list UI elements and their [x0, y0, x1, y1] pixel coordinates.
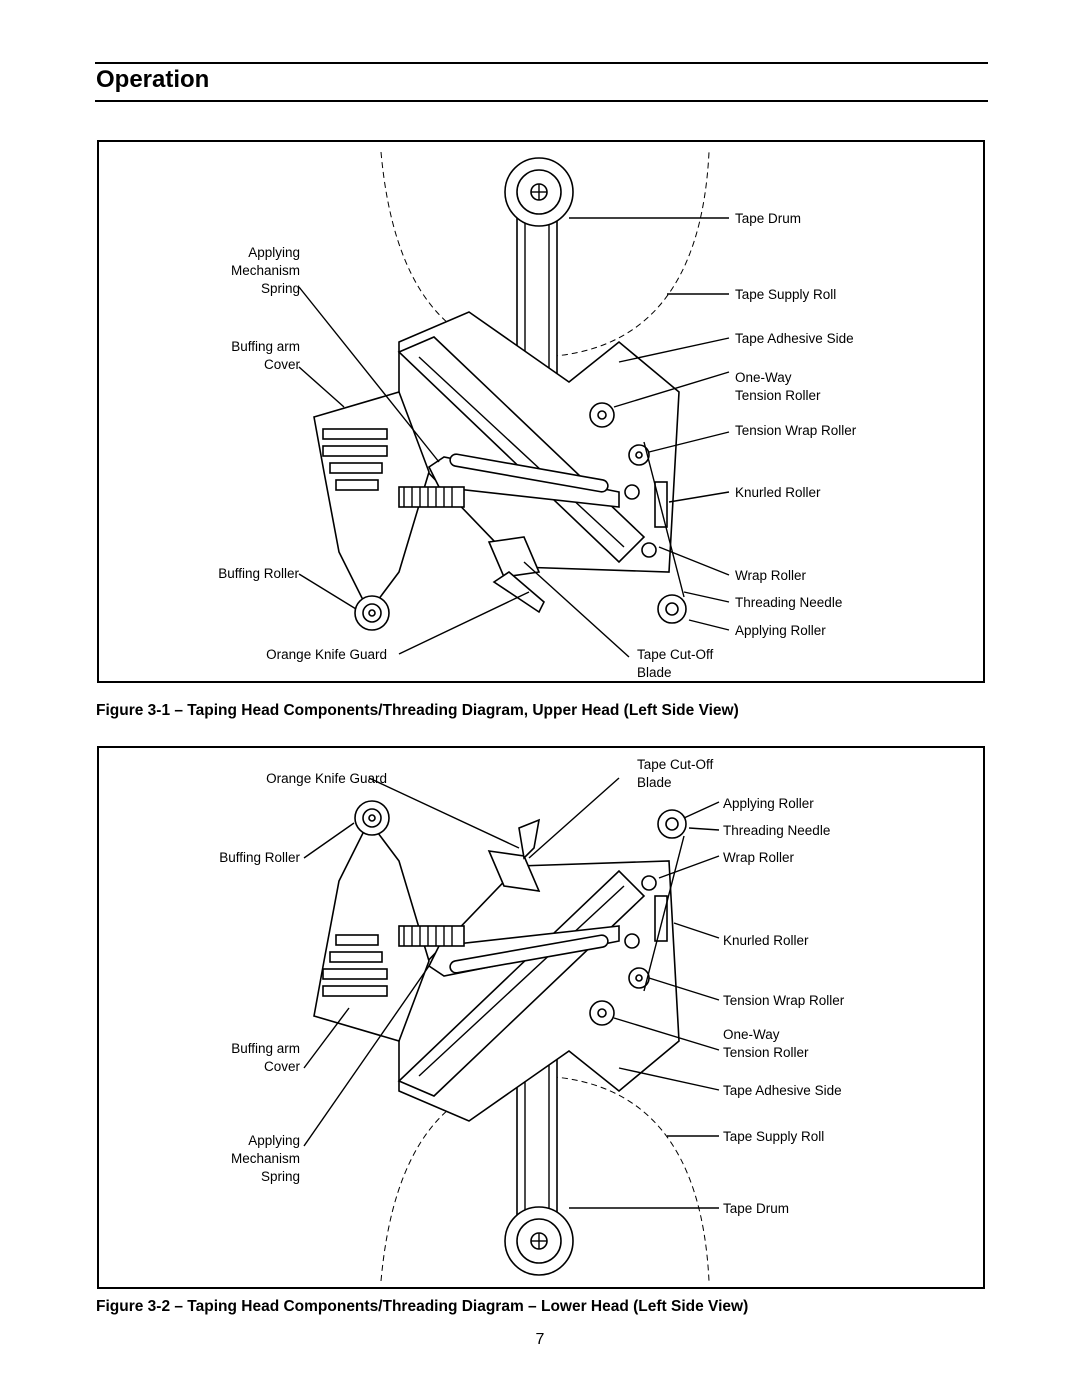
tape-drum-icon: [504, 157, 574, 227]
tension-wrap-roller-icon: [628, 444, 650, 466]
figure-2-caption: Figure 3-2 – Taping Head Components/Thre…: [96, 1298, 749, 1315]
buffing-roller-icon: [354, 800, 390, 836]
orange-knife-guard: [492, 570, 545, 614]
tape-supply-roll-outline: [380, 151, 710, 358]
label-applying: Applying: [248, 245, 300, 260]
cutoff-blade: [487, 536, 541, 578]
applying-roller-icon: [657, 809, 687, 839]
label-cutoff: Tape Cut-Off: [637, 757, 714, 772]
one-way-tension-roller-icon: [589, 1000, 615, 1026]
arm-slot: [449, 453, 609, 493]
figure-2-diagram: Tape Cut-Off Blade Orange Knife Guard Ap…: [97, 746, 985, 1289]
page-number: 7: [535, 1331, 545, 1348]
wrap-roller-icon: [641, 542, 657, 558]
label-knurled-roller: Knurled Roller: [735, 485, 821, 500]
cover-vents: [322, 428, 388, 491]
threading-needle: [643, 441, 685, 598]
label-tape-drum: Tape Drum: [723, 1201, 789, 1216]
figure-1-diagram: Tape Drum Tape Supply Roll Tape Adhesive…: [97, 140, 985, 683]
label-tape-supply-roll: Tape Supply Roll: [735, 287, 836, 302]
figure-1-caption: Figure 3-1 – Taping Head Components/Thre…: [96, 702, 739, 719]
one-way-tension-roller-icon: [589, 402, 615, 428]
knurled-roller-icon: [624, 895, 668, 949]
label-applying-roller: Applying Roller: [723, 796, 814, 811]
label-orange-knife-guard: Orange Knife Guard: [266, 647, 387, 662]
label-one-way: One-Way: [735, 370, 792, 385]
label-buffing-arm: Buffing arm: [231, 339, 300, 354]
label-buffing-roller: Buffing Roller: [219, 850, 300, 865]
applying-spring-icon: [398, 925, 465, 947]
tape-supply-roll-outline: [380, 1075, 710, 1282]
label-mechanism: Mechanism: [231, 1151, 300, 1166]
tape-drum-icon: [504, 1206, 574, 1276]
label-applying: Applying: [248, 1133, 300, 1148]
section-title: Operation: [96, 66, 210, 93]
label-buffing-arm: Buffing arm: [231, 1041, 300, 1056]
label-tape-adhesive-side: Tape Adhesive Side: [735, 331, 854, 346]
title-underline: [95, 100, 988, 102]
arm-slot: [449, 934, 609, 974]
label-wrap-roller: Wrap Roller: [723, 850, 795, 865]
label-tension-roller: Tension Roller: [735, 388, 821, 403]
label-blade: Blade: [637, 665, 672, 680]
label-cover: Cover: [264, 1059, 301, 1074]
label-one-way: One-Way: [723, 1027, 780, 1042]
wrap-roller-icon: [641, 875, 657, 891]
label-wrap-roller: Wrap Roller: [735, 568, 807, 583]
buffing-roller-icon: [354, 595, 390, 631]
label-tape-drum: Tape Drum: [735, 211, 801, 226]
label-buffing-roller: Buffing Roller: [218, 566, 299, 581]
label-applying-roller: Applying Roller: [735, 623, 826, 638]
label-orange-knife-guard: Orange Knife Guard: [266, 771, 387, 786]
label-tension-wrap-roller: Tension Wrap Roller: [723, 993, 845, 1008]
label-mechanism: Mechanism: [231, 263, 300, 278]
top-rule: [95, 62, 988, 64]
cutoff-blade: [487, 850, 541, 892]
label-spring: Spring: [261, 1169, 300, 1184]
applying-roller-icon: [657, 594, 687, 624]
applying-spring-icon: [398, 486, 465, 508]
label-blade: Blade: [637, 775, 672, 790]
label-threading-needle: Threading Needle: [723, 823, 830, 838]
label-spring: Spring: [261, 281, 300, 296]
label-tape-supply-roll: Tape Supply Roll: [723, 1129, 824, 1144]
label-cutoff: Tape Cut-Off: [637, 647, 714, 662]
orange-knife-guard: [518, 818, 541, 860]
label-cover: Cover: [264, 357, 301, 372]
label-tension-wrap-roller: Tension Wrap Roller: [735, 423, 857, 438]
threading-needle: [643, 835, 685, 992]
label-tension-roller: Tension Roller: [723, 1045, 809, 1060]
label-tape-adhesive-side: Tape Adhesive Side: [723, 1083, 842, 1098]
cover-vents: [322, 934, 388, 997]
knurled-roller-icon: [624, 481, 668, 528]
label-knurled-roller: Knurled Roller: [723, 933, 809, 948]
label-threading-needle: Threading Needle: [735, 595, 842, 610]
tension-wrap-roller-icon: [628, 967, 650, 989]
